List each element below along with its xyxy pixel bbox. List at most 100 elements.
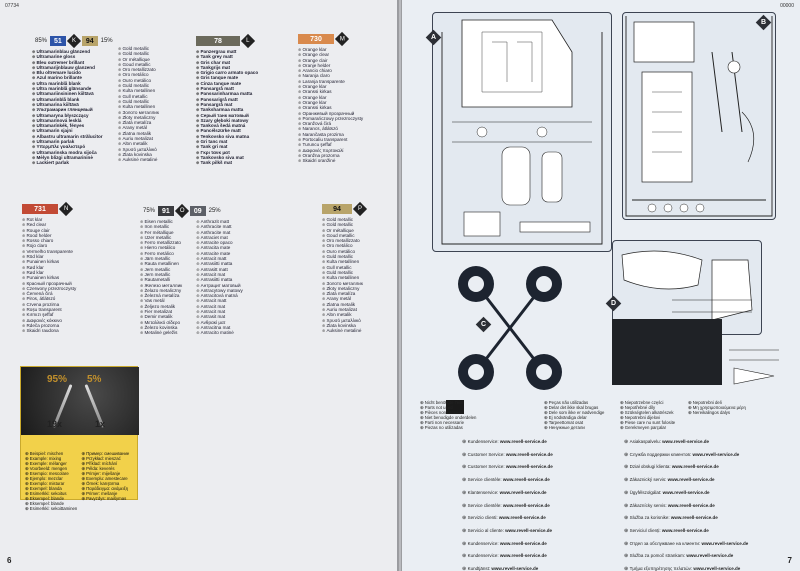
- paint-name-line: Auksinė metalinė: [322, 328, 392, 333]
- paint-block-m: 730 M Orange klarOrange clearOrange clai…: [298, 31, 378, 164]
- book-gutter: [398, 0, 402, 571]
- paint-l-letter-badge: L: [240, 33, 256, 49]
- paint-name-line: Ouro metálico: [322, 249, 392, 254]
- paint-name-line: Anthracite matt: [196, 224, 243, 229]
- paint-name-line: Oranje helder: [298, 63, 378, 68]
- service-url-link[interactable]: www.revell-service.de: [499, 553, 547, 559]
- paint-name-line: Niet benodigde onderdelen: [420, 415, 477, 420]
- paint-name-line: Ultramariinsininen kiiltävä: [32, 91, 152, 96]
- paint-name-line: Zlatna metalik: [118, 131, 188, 136]
- paint-name-line: Antrasiitti matta: [196, 277, 243, 282]
- paint-name-line: Oro metálico: [322, 243, 392, 248]
- paint-p-names: Gold metallicGold metallicOr métalliqueG…: [322, 217, 392, 334]
- service-url-link[interactable]: www.revell-service.de: [499, 540, 547, 546]
- paint-name-line: Röd klar: [22, 254, 102, 259]
- service-line: Служба поддержки клиентов: www.revell-se…: [624, 449, 748, 462]
- mix-pct-a: 95%: [47, 374, 68, 385]
- paint-gold-names: Gold metallicGold metallicOr métalliqueG…: [118, 46, 188, 163]
- service-label: Servizio clienti:: [467, 515, 499, 521]
- paint-name-line: Guld metallic: [118, 83, 188, 88]
- service-url-link[interactable]: www.revell-service.de: [505, 451, 553, 457]
- paint-name-line: Blu oltremare lucido: [32, 70, 152, 75]
- service-line: Dział obsługi klienta: www.revell-servic…: [624, 461, 748, 474]
- service-line: Zákaznícky servis: www.revell-service.de: [624, 500, 748, 513]
- service-label: Customer Service:: [467, 464, 506, 470]
- service-line: Servizio clienti: www.revell-service.de: [462, 512, 553, 525]
- service-url-link[interactable]: www.revell-service.de: [671, 464, 719, 470]
- paint-name-line: Oro metallizzato: [118, 67, 188, 72]
- paint-name-line: Zlatna metalik: [322, 302, 392, 307]
- service-url-link[interactable]: www.revell-service.de: [667, 502, 715, 508]
- paint-name-line: Gris char mat: [196, 60, 276, 65]
- paint-name-line: Fer métallique: [140, 230, 182, 235]
- service-label: Kundenservice:: [467, 540, 500, 546]
- service-url-link[interactable]: www.revell-service.de: [505, 527, 552, 533]
- service-url-link[interactable]: www.revell-service.de: [686, 553, 734, 559]
- paint-name-line: Metalinė geležis: [140, 330, 182, 335]
- paint-k-names: Ultramarinblau glänzendUltramarine gloss…: [32, 49, 152, 166]
- paint-name-line: Золото металлик: [118, 110, 188, 115]
- sprue-b-drawing: [625, 16, 773, 217]
- paint-name-line: Antracit mat: [196, 309, 243, 314]
- paint-name-line: Gull metallic: [118, 94, 188, 99]
- paint-name-line: Orange clear: [298, 52, 378, 57]
- paint-p-letter-badge: P: [352, 201, 368, 217]
- paint-name-line: Hierro metálico: [140, 245, 182, 250]
- service-url-link[interactable]: www.revell-service.de: [670, 515, 718, 521]
- paint-name-line: Altın metalik: [322, 312, 392, 317]
- service-url-link[interactable]: www.revell-service.de: [491, 566, 539, 571]
- paint-name-line: Antrasit mat: [196, 314, 243, 319]
- paint-name-line: Czerwony przezroczysty: [22, 286, 102, 291]
- paint-name-line: Järn metallic: [140, 256, 182, 261]
- legend-col-3: Niepotrzebne częściNepotřebné dílySzüksé…: [620, 400, 675, 430]
- service-url-link[interactable]: www.revell-service.de: [701, 540, 749, 546]
- service-url-link[interactable]: www.revell-service.de: [692, 451, 740, 457]
- paint-name-line: Rød klar: [22, 270, 102, 275]
- paint-o-names-col2: Anthrazit mattAnthracite mattAnthracite …: [196, 219, 243, 336]
- service-line: Asiakaspalvelu: www.revell-service.de: [624, 436, 748, 449]
- paint-name-line: Oranssi kirkas: [298, 89, 378, 94]
- paint-name-line: Željezo metalik: [140, 304, 182, 309]
- paint-name-line: Vermelho transparente: [22, 249, 102, 254]
- service-url-link[interactable]: www.revell-service.de: [505, 464, 553, 470]
- service-url-link[interactable]: www.revell-service.de: [661, 527, 709, 533]
- paint-name-line: Azul marino brillante: [32, 75, 152, 80]
- paint-name-line: Διαφανές κόκκινο: [22, 318, 102, 323]
- service-url-link[interactable]: www.revell-service.de: [662, 439, 709, 444]
- paint-name-line: Turuncu şeffaf: [298, 142, 378, 147]
- paint-name-line: Rød klar: [22, 265, 102, 270]
- paint-name-line: Ej nödvändiga delar: [544, 415, 604, 420]
- paint-name-line: Antracytowy matowy: [196, 288, 243, 293]
- service-label: Zákaznický servis:: [629, 477, 668, 483]
- service-label: Kundenservice:: [467, 553, 500, 559]
- paint-name-line: Panzergrau matt: [196, 49, 276, 54]
- service-url-link[interactable]: www.revell-service.de: [499, 489, 547, 495]
- service-list-right: Asiakaspalvelu: www.revell-service.deСлу…: [624, 436, 749, 571]
- paint-k-swatches: 85% 51 K 94 15%: [32, 33, 152, 49]
- service-line: Service clientèle: www.revell-service.de: [462, 474, 553, 487]
- paint-name-line: Guld metallic: [322, 270, 392, 275]
- service-url-link[interactable]: www.revell-service.de: [667, 477, 715, 483]
- service-line: Služba za pomoč strankam: www.revell-ser…: [624, 550, 748, 563]
- paint-name-line: Arany metál: [322, 296, 392, 301]
- paint-name-line: Ultramarínkék, fényes: [32, 123, 152, 128]
- service-url-link[interactable]: www.revell-service.de: [502, 502, 550, 508]
- paint-name-line: Narančasta prozirna: [298, 132, 378, 137]
- paint-name-line: Portocaliu transparent: [298, 137, 378, 142]
- paint-name-line: Ultramarinska modra sijoča: [32, 150, 152, 155]
- paint-name-line: Exempel: blanda: [25, 486, 77, 491]
- paint-name-line: Arancio chiaro: [298, 68, 378, 73]
- paint-name-line: Vas metál: [140, 298, 182, 303]
- service-url-link[interactable]: www.revell-service.de: [693, 566, 741, 571]
- paint-name-line: Tanková šedá matná: [196, 123, 276, 128]
- paint-name-line: Ferro metallizzato: [140, 240, 182, 245]
- service-label: Service clientèle:: [467, 502, 503, 508]
- paint-name-line: Red clear: [22, 222, 102, 227]
- service-url-link[interactable]: www.revell-service.de: [499, 439, 547, 444]
- service-url-link[interactable]: www.revell-service.de: [498, 515, 546, 521]
- paint-name-line: Esimerkki: sekoittaminen: [25, 506, 78, 511]
- service-url-link[interactable]: www.revell-service.de: [662, 489, 710, 495]
- paint-name-line: Niepotrzebne części: [620, 400, 675, 405]
- paint-name-line: Or métallique: [118, 57, 188, 62]
- service-url-link[interactable]: www.revell-service.de: [502, 477, 550, 483]
